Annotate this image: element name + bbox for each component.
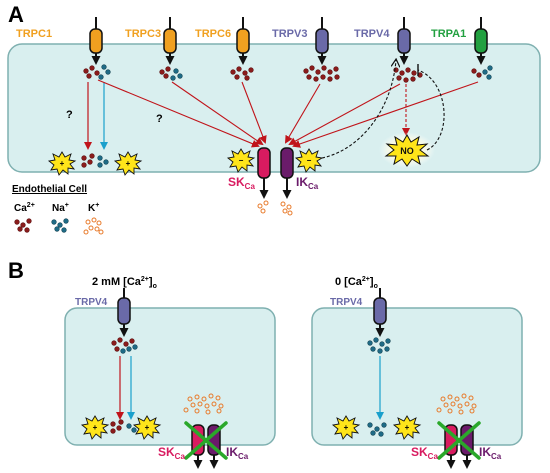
ion-cluster-b-right-top [367, 337, 391, 354]
svg-text:+: + [60, 159, 65, 168]
ion-cluster-bottom-left [81, 153, 109, 168]
legend-k-label: K+ [88, 202, 99, 214]
trpv4-channel-left [117, 288, 131, 337]
ion-cluster-trpv3 [303, 65, 340, 82]
star-icon: − [294, 148, 324, 173]
channel-trpc3 [163, 17, 177, 65]
condition-left: 2 mM [Ca2+]o [92, 276, 157, 290]
cell-title: Endothelial Cell [12, 184, 87, 195]
legend: Ca2+ Na+ K+ [14, 202, 104, 235]
trpv4-label-right: TRPV4 [330, 297, 363, 308]
svg-text:+: + [344, 423, 349, 432]
panel-b-letter: B [8, 258, 24, 283]
trpv4-label-left: TRPV4 [75, 297, 108, 308]
channel-label-trpv4: TRPV4 [354, 28, 390, 40]
channel-trpa1 [474, 17, 488, 65]
star-icon: + [47, 151, 77, 176]
panel-a-letter: A [8, 2, 24, 27]
k-cluster-b-right [436, 393, 477, 415]
k-efflux-cluster [257, 200, 293, 216]
star-icon: + [80, 415, 110, 440]
legend-ca-dots [14, 218, 32, 233]
star-icon: + [392, 415, 422, 440]
no-inhibition-curve [417, 69, 445, 151]
channel-label-trpc1: TRPC1 [16, 28, 52, 40]
ion-cluster-trpc3 [159, 66, 183, 81]
question-mark-2: ? [156, 113, 163, 125]
channel-trpv4 [397, 17, 411, 65]
endothelial-cell-b-right [311, 307, 523, 446]
block-cross-icon-b-left [184, 421, 228, 460]
svg-text:+: + [405, 423, 410, 432]
ik-label-b-left: IKCa [226, 445, 249, 461]
condition-right: 0 [Ca2+]o [335, 276, 378, 290]
ion-cluster-trpc6 [230, 66, 254, 81]
ion-cluster-b-left-top [111, 337, 138, 354]
ion-cluster-trpa1 [471, 65, 493, 80]
svg-text:−: − [239, 156, 244, 165]
channel-trpv3 [315, 17, 329, 65]
ion-cluster-b-right-bottom [367, 422, 387, 437]
channel-label-trpc3: TRPC3 [125, 28, 161, 40]
no-label: NO [400, 146, 414, 156]
sk-channel [257, 147, 271, 199]
channel-trpc6 [236, 17, 250, 65]
trpv4-channel-right [373, 288, 387, 337]
question-mark-1: ? [66, 109, 73, 121]
svg-text:+: + [93, 423, 98, 432]
activation-arrows-to-kca [97, 79, 479, 148]
endothelial-cell-b-left [64, 307, 276, 446]
k-cluster-b-left [183, 393, 224, 415]
sk-label-b-right: SKCa [411, 445, 438, 461]
ik-label-b-right: IKCa [479, 445, 502, 461]
svg-text:+: + [126, 159, 131, 168]
sk-label: SKCa [228, 175, 255, 191]
star-icon: + [113, 151, 143, 176]
block-cross-icon-b-right [437, 421, 481, 460]
legend-na-dots [51, 218, 69, 233]
channel-trpc1 [89, 17, 103, 65]
legend-k-dots [83, 217, 104, 235]
no-burst: NO [379, 132, 435, 168]
channel-label-trpc6: TRPC6 [195, 28, 231, 40]
ik-channel [280, 147, 294, 199]
star-icon: − [226, 148, 256, 173]
ion-cluster-trpc1 [83, 64, 111, 80]
channel-label-trpa1: TRPA1 [431, 28, 466, 40]
sk-label-b-left: SKCa [158, 445, 185, 461]
svg-text:+: + [145, 423, 150, 432]
svg-text:−: − [307, 156, 312, 165]
ik-label: IKCa [296, 175, 319, 191]
ion-cluster-b-left-bottom [110, 419, 137, 434]
feedback-arrow-to-trpv4 [321, 60, 396, 159]
channel-label-trpv3: TRPV3 [272, 28, 307, 40]
legend-ca-label: Ca2+ [14, 202, 35, 214]
legend-na-label: Na+ [52, 202, 69, 214]
star-icon: + [331, 415, 361, 440]
star-icon: + [132, 415, 162, 440]
